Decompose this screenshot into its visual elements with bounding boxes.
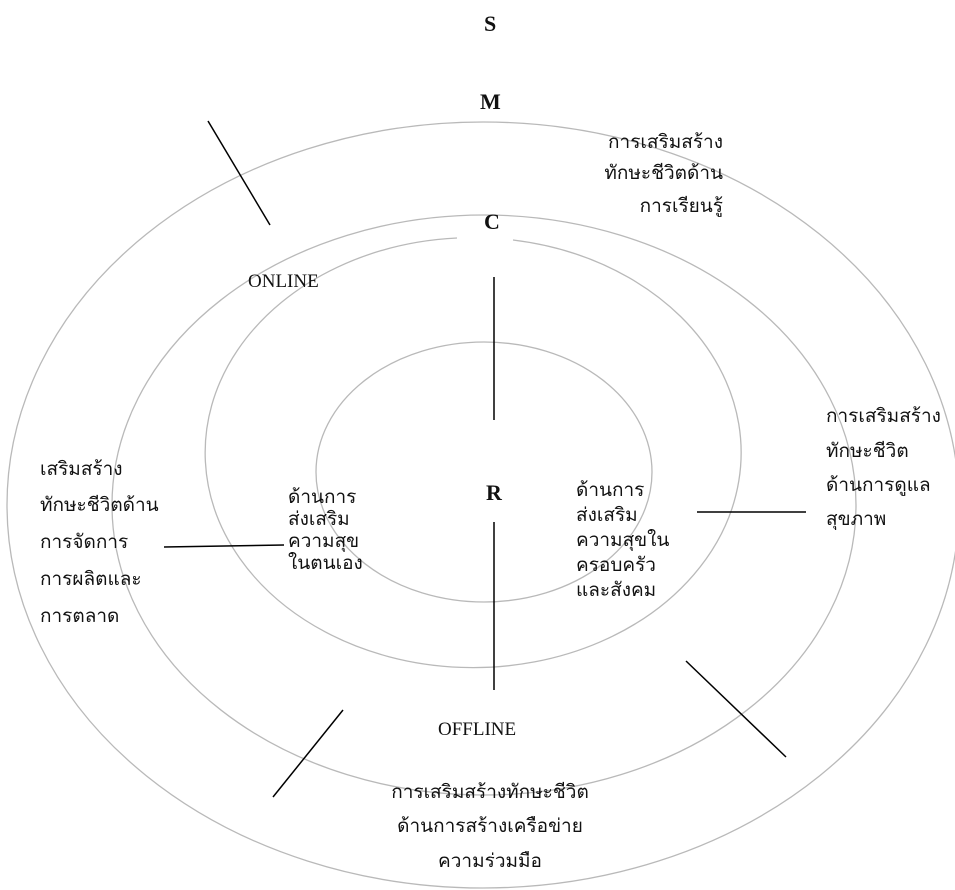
domain-management-line-3: การจัดการ [40,531,129,553]
divider-left [163,544,285,548]
domain-health-line-3: ด้านการดูแล [826,474,931,496]
domain-management: เสริมสร้าง ทักษะชีวิตด้าน การจัดการ การผ… [40,460,159,643]
domain-management-line-2: ทักษะชีวิตด้าน [40,494,159,516]
domain-health: การเสริมสร้าง ทักษะชีวิต ด้านการดูแล สุข… [826,407,941,544]
core-family-line-4: ครอบครัว [576,554,656,576]
domain-network-line-1: การเสริมสร้างทักษะชีวิต [391,781,589,803]
ring-c [204,237,742,669]
core-self-happiness: ด้านการ ส่งเสริม ความสุข ในตนเอง [288,488,363,576]
domain-management-line-1: เสริมสร้าง [40,458,123,480]
mode-online-label: ONLINE [248,271,319,292]
domain-network-line-2: ด้านการสร้างเครือข่าย [397,815,583,837]
domain-learning-line-2: ทักษะชีวิตด้าน [604,162,723,184]
core-self-line-3: ความสุข [288,530,360,552]
core-family-line-1: ด้านการ [576,479,645,501]
level-s-label: S [484,11,497,36]
domain-learning-line-1: การเสริมสร้าง [608,131,723,153]
domain-health-line-2: ทักษะชีวิต [826,440,909,462]
divider-bottom-right [685,660,787,758]
domain-network-line-3: ความร่วมมือ [438,850,542,872]
domain-management-line-4: การผลิตและ [40,568,142,590]
core-family-happiness: ด้านการ ส่งเสริม ความสุขใน ครอบครัว และส… [576,481,669,606]
mode-offline-label: OFFLINE [438,719,517,740]
ring-r [315,341,653,603]
domain-health-line-1: การเสริมสร้าง [826,405,941,427]
core-family-line-5: และสังคม [576,579,657,601]
domain-learning-line-3: การเรียนรู้ [639,195,723,217]
level-c-label: C [484,209,500,234]
divider-bottom-left [272,709,344,798]
core-self-line-1: ด้านการ [288,486,357,508]
ring-m [111,214,857,796]
core-family-line-2: ส่งเสริม [576,504,638,526]
core-self-line-4: ในตนเอง [288,552,363,574]
level-m-label: M [480,89,501,114]
core-self-line-2: ส่งเสริม [288,508,350,530]
domain-health-line-4: สุขภาพ [826,508,887,530]
domain-learning: การเสริมสร้าง ทักษะชีวิตด้าน การเรียนรู้ [543,133,723,228]
ring-s [6,121,955,889]
domain-management-line-5: การตลาด [40,605,120,627]
level-r-label: R [486,480,502,505]
domain-network: การเสริมสร้างทักษะชีวิต ด้านการสร้างเครื… [350,783,630,886]
core-family-line-3: ความสุขใน [576,529,670,551]
divider-online [207,120,271,226]
